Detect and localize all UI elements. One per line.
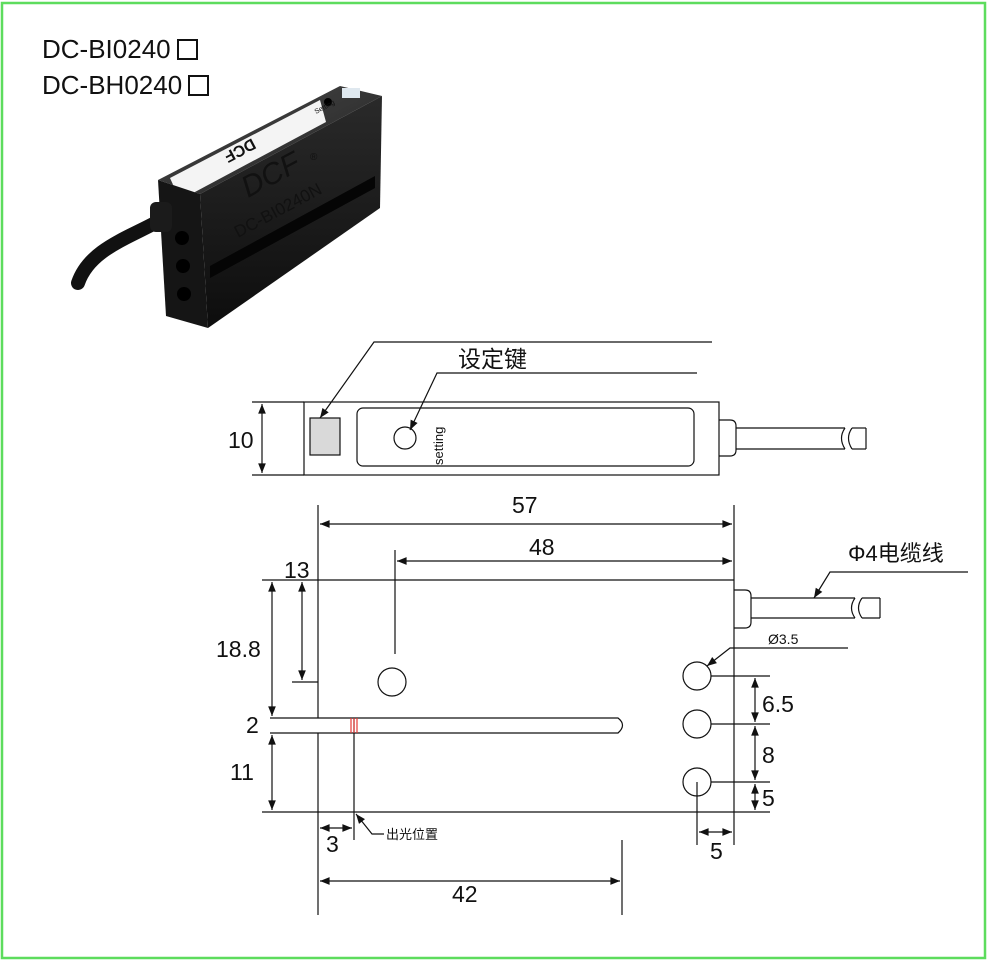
model-code-1-text: DC-BI0240 [42, 34, 171, 64]
photo-gland [150, 202, 172, 232]
top-view-gland [719, 419, 737, 457]
front-view-gland [734, 589, 752, 629]
model-code-2: DC-BH0240 [42, 70, 210, 101]
setting-key-leader [409, 372, 697, 431]
light-position-label: 出光位置 [386, 827, 438, 842]
product-photo: Setting DCF DCF ® DC-BI0240N [71, 86, 382, 328]
model-code-2-text: DC-BH0240 [42, 70, 183, 100]
top-view-label-area [356, 407, 695, 467]
dim-label-57: 57 [512, 492, 538, 518]
model-suffix-box-1 [176, 39, 198, 60]
photo-slot [210, 176, 375, 278]
dim-label-5-horizontal: 5 [710, 838, 723, 864]
model-suffix-box-2 [188, 75, 210, 96]
hole-diameter-label: Ø3.5 [768, 631, 799, 647]
dim-label-13: 13 [284, 557, 310, 583]
setting-key-label: 设定键 [458, 346, 527, 372]
dim-label-8: 8 [762, 742, 775, 768]
dim-label-48: 48 [529, 534, 555, 560]
dim-label-3: 3 [326, 831, 339, 857]
mount-hole-1 [682, 661, 712, 691]
top-view-indicator-window [309, 417, 341, 456]
dim-label-10: 10 [228, 427, 254, 453]
front-view-slot [270, 717, 624, 734]
light-position-leader [355, 813, 384, 835]
dim-label-42: 42 [452, 881, 478, 907]
photo-label [170, 100, 326, 200]
dim-label-2: 2 [246, 712, 259, 738]
dim-label-11: 11 [230, 759, 254, 785]
top-view [252, 341, 867, 476]
cable-leader [813, 571, 968, 599]
photo-indicator [342, 88, 360, 98]
top-view-body [303, 401, 720, 476]
mount-hole-2 [682, 709, 712, 739]
photo-button [324, 98, 332, 106]
photo-hole-3 [177, 287, 191, 301]
photo-hole-1 [175, 231, 189, 245]
dim-label-5-vertical: 5 [762, 785, 775, 811]
indicator-leader [319, 341, 712, 419]
dim-label-18-8: 18.8 [216, 636, 261, 662]
setting-button-text: setting [431, 427, 446, 465]
setting-button-icon [393, 426, 417, 450]
light-exit-mark [350, 718, 358, 733]
photo-front-face [200, 96, 382, 328]
model-code-1: DC-BI0240 [42, 34, 198, 65]
dim-label-6-5: 6.5 [762, 691, 794, 717]
front-view [262, 505, 968, 915]
mount-hole-top [377, 667, 407, 697]
photo-hole-2 [176, 259, 190, 273]
hole-diameter-leader [706, 647, 848, 667]
photo-registered: ® [310, 152, 318, 163]
cable-label: Φ4电缆线 [848, 541, 944, 566]
